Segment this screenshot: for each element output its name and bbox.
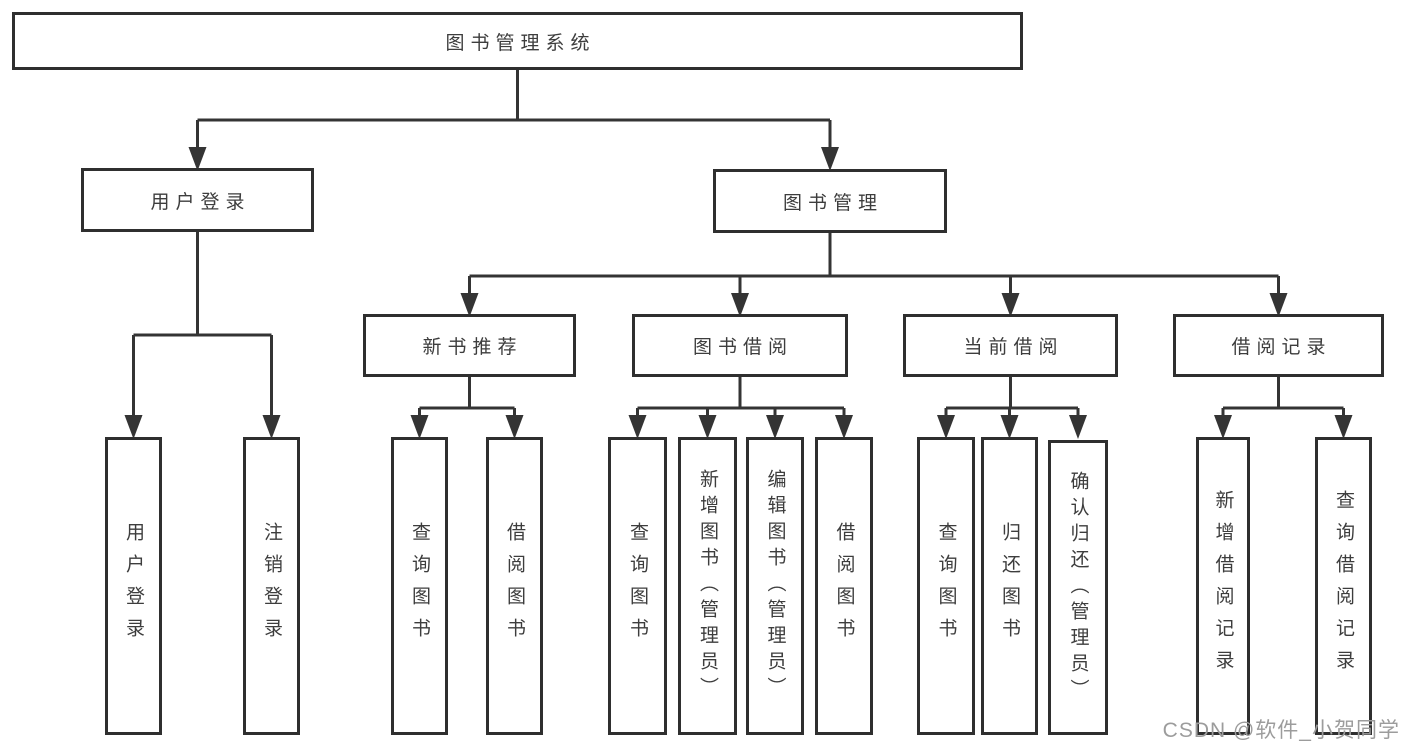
node-user-login: 用户登录	[81, 168, 314, 232]
leaf-borrow-borrow-books-label: 借阅图书	[833, 522, 855, 650]
leaf-current-query-books-label: 查询图书	[935, 522, 957, 650]
leaf-confirm-return-admin-label: 确认归还（管理员）	[1067, 470, 1089, 705]
node-root: 图书管理系统	[12, 12, 1023, 70]
node-root-label: 图书管理系统	[445, 32, 596, 54]
leaf-return-books-label: 归还图书	[999, 522, 1020, 650]
leaf-user-login: 用户登录	[105, 437, 162, 735]
leaf-borrow-query-books: 查询图书	[608, 437, 667, 735]
connector-current-borrow	[937, 377, 1087, 439]
leaf-logout-label: 注销登录	[261, 522, 282, 650]
leaf-user-login-label: 用户登录	[123, 522, 144, 650]
connector-book-management	[460, 233, 1288, 317]
leaf-recommend-borrow-books-label: 借阅图书	[504, 522, 525, 650]
leaf-recommend-borrow-books: 借阅图书	[486, 437, 543, 735]
leaf-add-borrow-record-label: 新增借阅记录	[1212, 490, 1234, 682]
leaf-confirm-return-admin: 确认归还（管理员）	[1048, 440, 1108, 735]
leaf-add-borrow-record: 新增借阅记录	[1196, 437, 1250, 735]
leaf-recommend-query-books-label: 查询图书	[409, 522, 430, 650]
leaf-add-book-admin-label: 新增图书（管理员）	[697, 469, 718, 703]
node-current-borrow-label: 当前借阅	[963, 337, 1064, 358]
leaf-add-book-admin: 新增图书（管理员）	[678, 437, 737, 735]
leaf-logout: 注销登录	[243, 437, 300, 735]
connector-book-borrow	[628, 377, 853, 439]
leaf-borrow-query-books-label: 查询图书	[627, 522, 648, 650]
leaf-current-query-books: 查询图书	[917, 437, 975, 735]
connector-user-login	[124, 232, 281, 439]
leaf-query-borrow-record: 查询借阅记录	[1315, 437, 1372, 735]
connector-root	[188, 70, 839, 171]
connector-new-book-recommend	[410, 377, 524, 439]
node-book-management: 图书管理	[713, 169, 947, 233]
leaf-edit-book-admin-label: 编辑图书（管理员）	[764, 469, 786, 703]
leaf-query-borrow-record-label: 查询借阅记录	[1333, 490, 1354, 682]
node-new-book-recommend-label: 新书推荐	[422, 337, 523, 358]
node-book-borrow-label: 图书借阅	[692, 337, 793, 358]
node-borrow-records-label: 借阅记录	[1231, 337, 1332, 358]
node-book-management-label: 图书管理	[782, 192, 883, 214]
node-user-login-label: 用户登录	[150, 191, 251, 213]
node-borrow-records: 借阅记录	[1173, 314, 1384, 377]
node-book-borrow: 图书借阅	[632, 314, 848, 377]
leaf-recommend-query-books: 查询图书	[391, 437, 448, 735]
node-current-borrow: 当前借阅	[903, 314, 1118, 377]
csdn-watermark: CSDN @软件_小贺同学	[1162, 719, 1400, 742]
connector-borrow-records	[1214, 377, 1353, 439]
leaf-borrow-borrow-books: 借阅图书	[815, 437, 873, 735]
leaf-return-books: 归还图书	[981, 437, 1038, 735]
node-new-book-recommend: 新书推荐	[363, 314, 576, 377]
leaf-edit-book-admin: 编辑图书（管理员）	[746, 437, 804, 735]
